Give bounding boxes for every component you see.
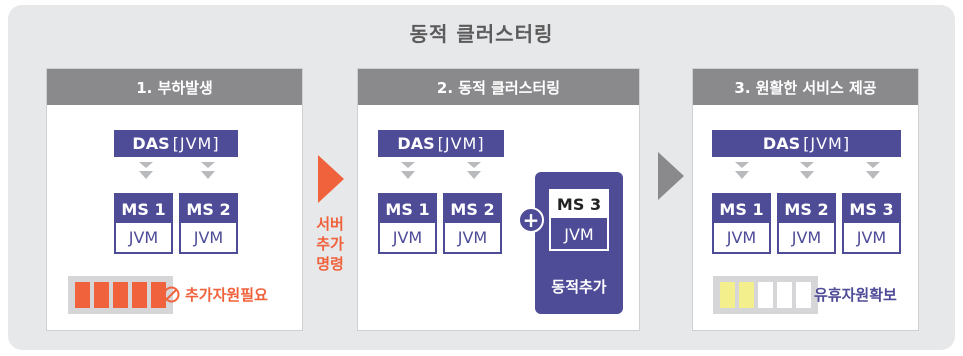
diagram-title: 동적 클러스터링 [409, 22, 554, 46]
das-box: DAS [JVM] [712, 130, 901, 157]
status-need-resources: 추가자원필요 [163, 284, 268, 305]
ms-box: MS 2 JVM [777, 193, 836, 254]
resource-gauge-idle [713, 276, 818, 314]
next-step-arrow-icon [658, 152, 684, 200]
next-step-arrow-icon [318, 155, 344, 203]
ms-box: MS 1 JVM [114, 193, 173, 254]
down-arrow-icon [139, 162, 153, 179]
das-label: DAS [132, 134, 170, 153]
gauge-cell [132, 282, 147, 308]
das-jvm-label: [JVM] [803, 134, 851, 153]
gauge-cell [113, 282, 128, 308]
server-command-line: 추가 [316, 235, 344, 253]
down-arrow-icon [401, 162, 415, 179]
ms-jvm-label: JVM [726, 228, 757, 247]
down-arrow-icon [467, 162, 481, 179]
panel-header: 2. 동적 클러스터링 [358, 69, 639, 105]
ms-jvm-label: JVM [128, 228, 159, 247]
panel-header: 1. 부하발생 [47, 69, 302, 105]
gauge-cell [739, 282, 754, 308]
ms-label: MS 1 [380, 195, 435, 223]
resource-gauge-full [68, 276, 173, 314]
ms-label: MS 2 [181, 195, 236, 223]
ms-jvm-label: JVM [791, 228, 822, 247]
ms-box: MS 3 JVM [842, 193, 901, 254]
ms-label: MS 1 [714, 195, 769, 223]
das-box: DAS [JVM] [114, 130, 238, 157]
panel-header: 3. 원활한 서비스 제공 [693, 69, 918, 105]
ms-jvm-label: JVM [392, 228, 423, 247]
das-jvm-label: [JVM] [172, 134, 220, 153]
gauge-cell [151, 282, 166, 308]
ms-label: MS 2 [445, 195, 500, 223]
ms-label: MS 3 [551, 191, 607, 220]
gauge-cell [720, 282, 735, 308]
ms-jvm-label: JVM [193, 228, 224, 247]
status-idle-resources: 유휴자원확보 [814, 284, 897, 305]
ms-jvm-label: JVM [856, 228, 887, 247]
das-jvm-label: [JVM] [437, 134, 485, 153]
gauge-cell [75, 282, 90, 308]
dynamic-add-box: MS 3 JVM 동적추가 [535, 172, 623, 314]
down-arrow-icon [800, 162, 814, 179]
gauge-cell [777, 282, 792, 308]
gauge-cell [796, 282, 811, 308]
das-box: DAS [JVM] [378, 130, 504, 157]
down-arrow-icon [735, 162, 749, 179]
gauge-cell [758, 282, 773, 308]
server-command-line: 명령 [316, 255, 344, 273]
plus-icon: + [518, 207, 544, 233]
prohibited-icon [163, 286, 180, 303]
dynamic-add-label: 동적추가 [551, 278, 607, 296]
ms-label: MS 1 [116, 195, 171, 223]
server-add-command: 서버 추가 명령 [312, 214, 348, 274]
ms-box: MS 1 JVM [378, 193, 437, 254]
ms-box: MS 2 JVM [179, 193, 238, 254]
ms-label: MS 3 [844, 195, 899, 223]
ms-box: MS 2 JVM [443, 193, 502, 254]
ms-jvm-label: JVM [551, 220, 607, 249]
down-arrow-icon [201, 162, 215, 179]
ms-box-added: MS 3 JVM [549, 189, 609, 251]
status-text: 추가자원필요 [185, 286, 268, 304]
ms-label: MS 2 [779, 195, 834, 223]
gauge-cell [94, 282, 109, 308]
server-command-line: 서버 [316, 215, 344, 233]
ms-box: MS 1 JVM [712, 193, 771, 254]
das-label: DAS [397, 134, 435, 153]
ms-jvm-label: JVM [457, 228, 488, 247]
das-label: DAS [762, 134, 801, 153]
down-arrow-icon [866, 162, 880, 179]
status-text: 유휴자원확보 [814, 286, 897, 304]
